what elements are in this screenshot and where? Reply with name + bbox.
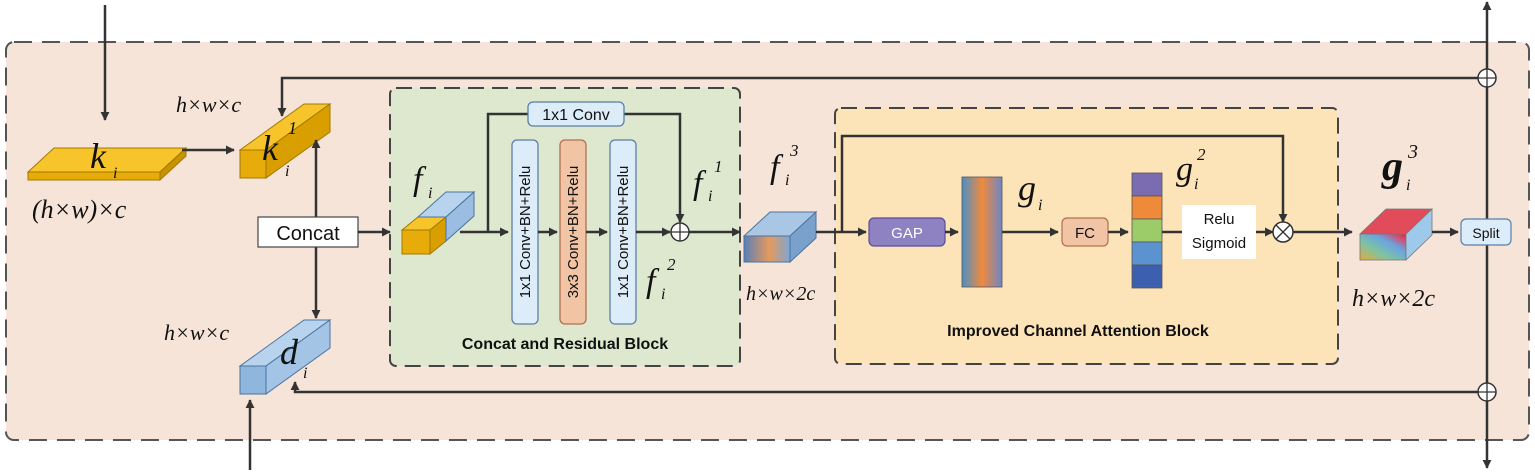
d-dim: h×w×c xyxy=(164,320,229,345)
symbol-g3-sup: 3 xyxy=(1407,141,1418,163)
symbol-k1-sub: i xyxy=(285,163,289,180)
relu-label: Relu xyxy=(1204,211,1235,228)
top-feedback-line xyxy=(277,76,1487,117)
symbol-f1-sub: i xyxy=(708,188,712,205)
bottom-feedback-line xyxy=(290,381,1487,394)
symbol-d-sub: i xyxy=(303,365,307,382)
symbol-k-sub: i xyxy=(113,165,117,182)
tensor-k1 xyxy=(238,103,332,179)
split-label: Split xyxy=(1472,225,1499,241)
symbol-f2-sub: i xyxy=(661,286,665,303)
attention-skip-line xyxy=(840,134,1288,232)
tensor-f xyxy=(400,190,476,256)
symbol-g3-sub: i xyxy=(1406,177,1410,194)
conv2-label: 3x3 Conv+BN+Relu xyxy=(565,166,582,299)
gap-label: GAP xyxy=(891,225,923,242)
fc-label: FC xyxy=(1075,225,1095,242)
f3-dim: h×w×2c xyxy=(746,283,815,305)
conv3-label: 1x1 Conv+BN+Relu xyxy=(615,166,632,299)
symbol-f-sub: i xyxy=(428,185,432,202)
tensor-f3 xyxy=(742,210,818,264)
sigmoid-label: Sigmoid xyxy=(1192,235,1246,252)
attention-block-title: Improved Channel Attention Block xyxy=(947,323,1209,340)
feature-map-gi xyxy=(961,176,1003,288)
split-box xyxy=(1460,218,1512,246)
symbol-k1-sup: 1 xyxy=(288,118,297,138)
tensor-g3 xyxy=(1359,208,1433,261)
conv1-label: 1x1 Conv+BN+Relu xyxy=(517,166,534,299)
symbol-g: g xyxy=(1018,168,1036,208)
channel-weights-g2 xyxy=(1131,172,1163,289)
symbol-f1-sup: 1 xyxy=(714,157,723,176)
k1-dim: h×w×c xyxy=(176,92,241,117)
tensor-d xyxy=(238,319,332,395)
symbol-k: k xyxy=(90,136,107,176)
conv-skip-label: 1x1 Conv xyxy=(542,107,610,124)
concat-box xyxy=(257,216,359,248)
tensor-k xyxy=(26,146,188,182)
symbol-g2: g xyxy=(1176,151,1193,188)
symbol-f3-sup: 3 xyxy=(789,141,799,160)
residual-block-title: Concat and Residual Block xyxy=(462,336,668,353)
symbol-g-sub: i xyxy=(1038,197,1042,214)
symbol-f3-sub: i xyxy=(785,172,789,189)
activation-box xyxy=(1182,205,1256,259)
symbol-k1: k xyxy=(262,128,279,168)
conv-skip-box xyxy=(527,101,625,127)
g3-dim: h×w×2c xyxy=(1352,286,1435,312)
symbol-g2-sub: i xyxy=(1194,176,1198,193)
symbol-d: d xyxy=(280,332,299,372)
symbol-g2-sup: 2 xyxy=(1197,145,1206,164)
k-input-dim: (h×w)×c xyxy=(32,195,127,224)
symbol-f2-sup: 2 xyxy=(667,255,676,274)
symbol-g3: g xyxy=(1381,144,1403,190)
concat-label: Concat xyxy=(276,223,340,245)
